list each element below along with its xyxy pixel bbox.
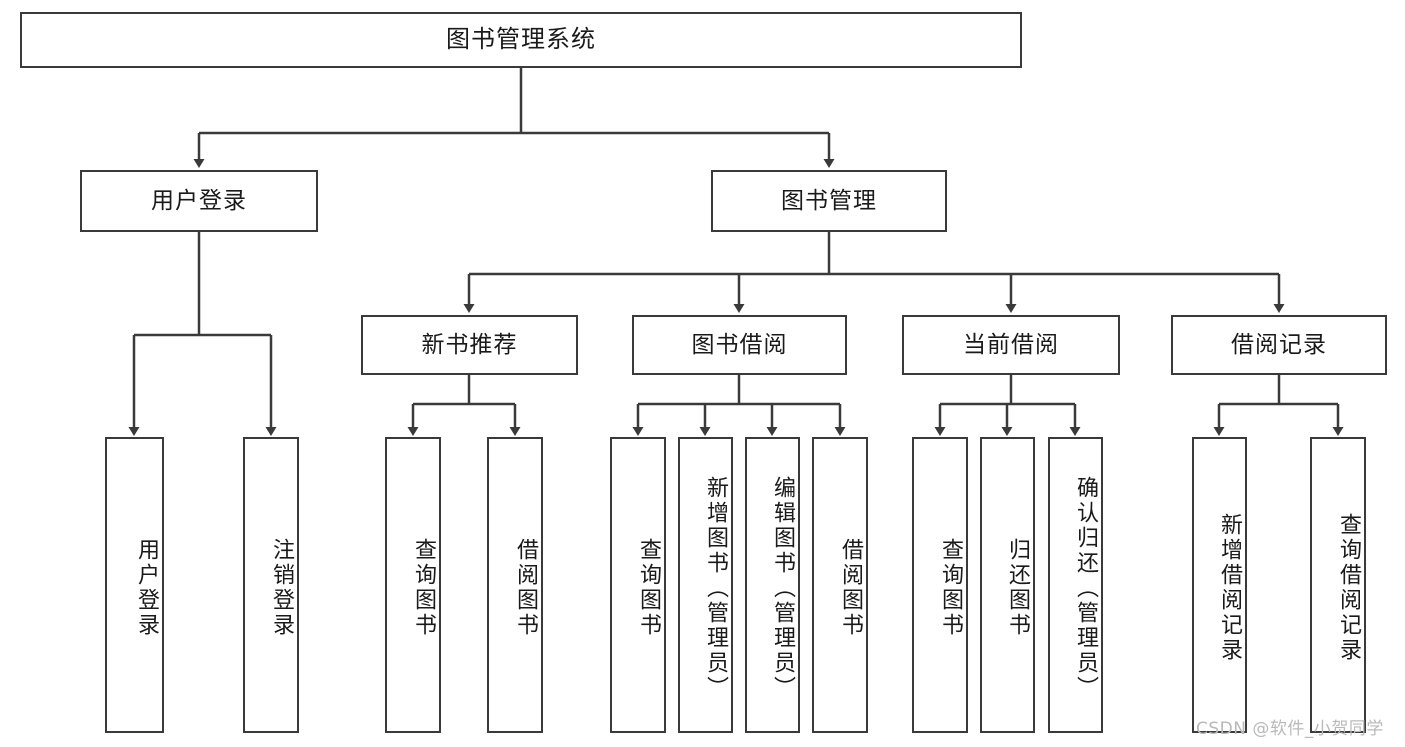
node-leaf-query-book-cur-label: 查询图书 [938,538,963,638]
node-new-book-recommend[interactable]: 新书推荐 [361,315,578,375]
node-leaf-borrow-book-rec[interactable]: 借阅图书 [487,437,543,733]
node-leaf-query-book-borrow-label: 查询图书 [636,538,661,638]
node-borrow-record-label: 借阅记录 [1231,331,1327,358]
node-user-login[interactable]: 用户登录 [80,170,318,232]
node-leaf-query-borrow-record-label: 查询借阅记录 [1336,513,1361,663]
node-root-label: 图书管理系统 [446,25,596,54]
node-borrow-record[interactable]: 借阅记录 [1171,315,1387,375]
node-current-borrow[interactable]: 当前借阅 [902,315,1120,375]
node-new-book-recommend-label: 新书推荐 [421,331,518,358]
node-leaf-add-book[interactable]: 新增图书（管理员） [678,437,733,733]
node-leaf-edit-book-label: 编辑图书（管理员） [770,475,795,701]
node-leaf-query-book-rec[interactable]: 查询图书 [385,437,441,733]
node-leaf-confirm-return-label: 确认归还（管理员） [1073,475,1098,701]
node-leaf-query-book-rec-label: 查询图书 [411,538,436,638]
node-book-manage-label: 图书管理 [781,187,877,214]
node-leaf-add-borrow-record[interactable]: 新增借阅记录 [1192,437,1247,733]
node-book-borrow-label: 图书借阅 [691,331,788,358]
node-book-manage[interactable]: 图书管理 [711,170,947,232]
node-book-borrow[interactable]: 图书借阅 [632,315,847,375]
node-user-login-label: 用户登录 [151,187,247,214]
node-leaf-borrow-book-label: 借阅图书 [838,538,863,638]
node-leaf-return-book[interactable]: 归还图书 [980,437,1035,733]
node-leaf-logout-login[interactable]: 注销登录 [243,437,299,733]
node-leaf-query-book-cur[interactable]: 查询图书 [912,437,968,733]
node-leaf-return-book-label: 归还图书 [1005,538,1030,638]
node-leaf-user-login-label: 用户登录 [134,538,159,638]
node-leaf-confirm-return[interactable]: 确认归还（管理员） [1048,437,1103,733]
node-leaf-query-book-borrow[interactable]: 查询图书 [610,437,666,733]
node-current-borrow-label: 当前借阅 [963,331,1059,358]
node-leaf-borrow-book-rec-label: 借阅图书 [513,538,538,638]
node-leaf-borrow-book[interactable]: 借阅图书 [812,437,868,733]
node-leaf-user-login[interactable]: 用户登录 [105,437,164,733]
node-leaf-query-borrow-record[interactable]: 查询借阅记录 [1310,437,1366,733]
node-leaf-logout-login-label: 注销登录 [269,538,294,638]
node-leaf-edit-book[interactable]: 编辑图书（管理员） [745,437,800,733]
watermark-text: CSDN @软件_小贺同学 [1196,719,1384,739]
node-leaf-add-book-label: 新增图书（管理员） [703,475,728,701]
node-root[interactable]: 图书管理系统 [20,12,1022,68]
node-leaf-add-borrow-record-label: 新增借阅记录 [1217,513,1242,663]
